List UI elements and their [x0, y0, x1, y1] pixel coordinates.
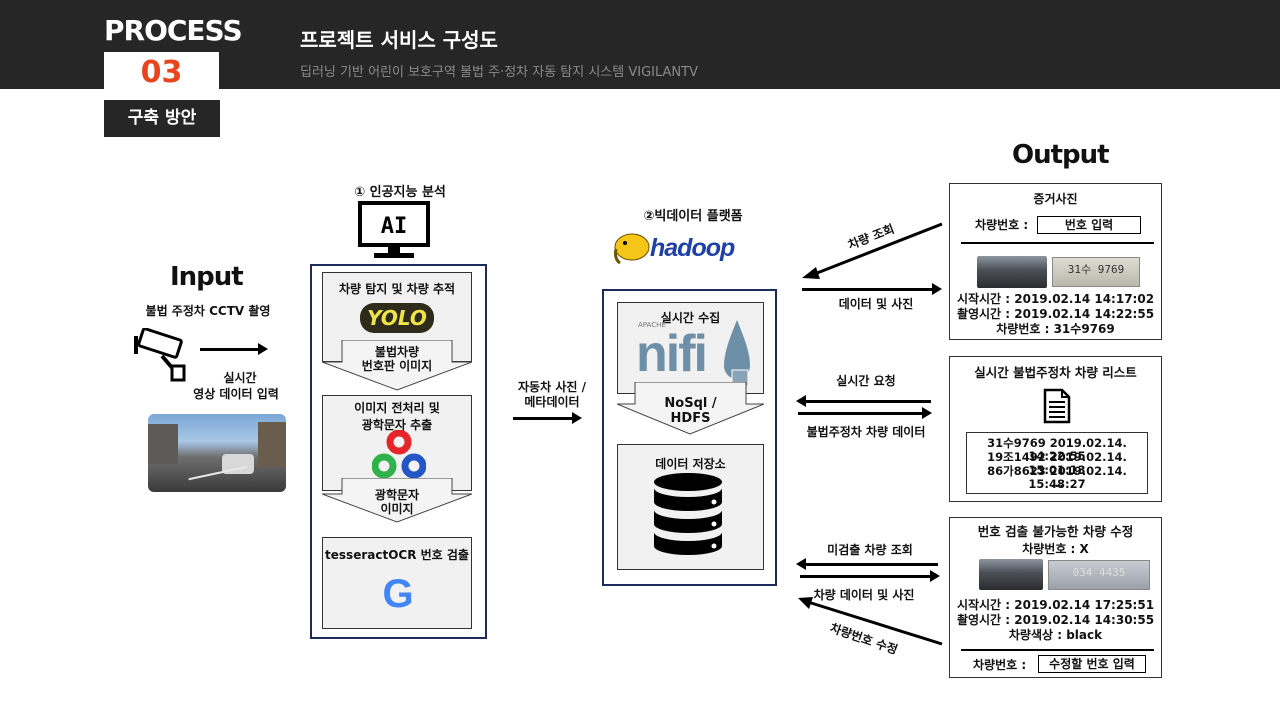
storage-title: 데이터 저장소: [655, 457, 726, 471]
input-arrow-head: [258, 343, 268, 355]
evidence-title: 증거사진: [1033, 192, 1078, 206]
ai-arrow2-line2: 이미지: [380, 502, 414, 516]
input-arrow: [200, 348, 258, 351]
page-subtitle: 딥러닝 기반 어린이 보호구역 불법 주·정차 자동 탐지 시스템 VIGILA…: [300, 65, 698, 80]
section-number: 03: [104, 52, 219, 92]
yolo-logo: YOLO: [360, 303, 434, 333]
evidence-line-2: 촬영시간 : 2019.02.14 14:22:55: [956, 307, 1155, 321]
realtime-list-row-2[interactable]: 19조1492 2019.02.14. 15:01:13: [987, 450, 1127, 477]
evidence-line-3: 차량번호 : 31수9769: [996, 322, 1115, 336]
illegal-data-arrow: [798, 412, 923, 415]
output-title: Output: [1012, 140, 1110, 170]
document-icon: [1043, 388, 1071, 424]
street-photo: [148, 414, 286, 492]
realtime-list-row-more: ...: [1050, 476, 1064, 490]
realtime-label-2: 영상 데이터 입력: [193, 387, 279, 401]
vehicle-lookup-arrow: [802, 222, 943, 279]
edit-line-1: 시작시간 : 2019.02.14 17:25:51: [956, 598, 1155, 612]
data-photo-arrow-head: [932, 283, 942, 295]
hadoop-logo: hadoop: [650, 234, 735, 262]
edit-divider: [961, 649, 1154, 651]
illegal-data-label: 불법주정차 차량 데이터: [806, 425, 926, 439]
section-badge: 구축 방안: [104, 100, 220, 137]
ai-arrow1-line1: 불법차량: [374, 345, 420, 359]
vehicle-data-photo-arrow-head: [930, 570, 940, 582]
data-photo-arrow: [802, 288, 932, 291]
nifi-step-title: 실시간 수집: [660, 311, 721, 325]
evidence-divider: [961, 242, 1154, 244]
database-icon: [654, 473, 722, 555]
nifi-apache-label: APACHE: [638, 321, 666, 329]
ai-down-arrow-2: [322, 478, 472, 523]
edit-line-3: 차량색상 : black: [1008, 628, 1103, 642]
transfer-arrow-head: [572, 412, 582, 424]
realtime-label-1: 실시간: [223, 371, 257, 385]
ocr-step-title: tesseractOCR 번호 검출: [325, 548, 469, 562]
ai-arrow2-line1: 광학문자: [374, 488, 420, 502]
undetected-lookup-arrow-head: [796, 558, 806, 570]
bigdata-panel: [602, 289, 777, 586]
cctv-camera-icon: [134, 328, 186, 382]
hadoop-elephant-icon: [614, 233, 650, 265]
evidence-plate-label: 차량번호 :: [975, 218, 1029, 232]
input-title: Input: [170, 262, 244, 292]
realtime-list-row-1[interactable]: 31수9769 2019.02.14. 14:22:55: [987, 436, 1127, 463]
cctv-label: 불법 주정차 CCTV 촬영: [145, 304, 271, 318]
edit-title: 번호 검출 불가능한 차량 수정: [977, 524, 1134, 539]
ai-panel: [310, 264, 487, 639]
bigdata-down-arrow: [617, 382, 764, 435]
undetected-lookup-label: 미검출 차량 조회: [827, 543, 913, 557]
realtime-request-label: 실시간 요청: [836, 374, 896, 388]
page-title: 프로젝트 서비스 구성도: [300, 28, 498, 52]
yolo-step-title: 차량 탐지 및 차량 추적: [338, 282, 456, 296]
realtime-request-arrow-head: [796, 395, 806, 407]
ai-heading: ① 인공지능 분석: [354, 185, 446, 200]
plate-edit-arrow: [798, 597, 943, 646]
evidence-plate-input[interactable]: 번호 입력: [1037, 216, 1141, 234]
data-photo-label: 데이터 및 사진: [838, 297, 914, 311]
evidence-plate-photo: 31수 9769: [1052, 257, 1140, 287]
nifi-logo: nifi: [636, 325, 708, 383]
edit-panel: [949, 517, 1162, 678]
vehicle-data-photo-label: 차량 데이터 및 사진: [813, 588, 915, 602]
illegal-data-arrow-head: [922, 407, 932, 419]
edit-line-2: 촬영시간 : 2019.02.14 14:30:55: [956, 613, 1155, 627]
realtime-request-arrow: [806, 400, 931, 403]
ai-down-arrow-1: [322, 340, 472, 391]
ocr-step-box: tesseractOCR 번호 검출: [322, 537, 472, 629]
edit-plate-label: 차량번호 :: [973, 658, 1027, 672]
vehicle-data-photo-arrow: [800, 575, 930, 578]
nosql-label-1: NoSql /: [664, 396, 717, 411]
nifi-drop-icon: [724, 320, 750, 387]
realtime-list-table: [966, 432, 1148, 494]
transfer-label-2: 메타데이터: [524, 395, 580, 409]
edit-plate-input[interactable]: 수정할 번호 입력: [1038, 655, 1146, 673]
section-label: PROCESS: [104, 14, 243, 47]
edit-plate-line: 차량번호 : X: [1022, 542, 1089, 556]
ai-monitor-text: AI: [381, 214, 408, 239]
transfer-arrow: [513, 417, 573, 420]
ai-monitor-icon: AI: [358, 201, 430, 258]
realtime-list-row-3[interactable]: 86가8623 2019.02.14. 15:48:27: [987, 464, 1127, 491]
transfer-label-1: 자동차 사진 /: [518, 380, 586, 394]
undetected-lookup-arrow: [806, 563, 938, 566]
google-logo-icon: G: [382, 572, 414, 616]
bigdata-heading: ②빅데이터 플랫폼: [643, 209, 743, 224]
ai-arrow1-line2: 번호판 이미지: [361, 359, 433, 373]
preprocess-title-1: 이미지 전처리 및: [354, 401, 440, 415]
preprocess-title-2: 광학문자 추출: [361, 418, 433, 432]
opencv-logo-icon: [372, 430, 426, 478]
edit-car-photo: [979, 559, 1043, 590]
nosql-label-2: HDFS: [670, 411, 711, 426]
edit-plate-photo: 034 4435: [1048, 560, 1150, 590]
evidence-line-1: 시작시간 : 2019.02.14 14:17:02: [956, 292, 1155, 306]
realtime-list-title: 실시간 불법주정차 차량 리스트: [974, 365, 1137, 380]
evidence-car-photo: [977, 256, 1047, 288]
